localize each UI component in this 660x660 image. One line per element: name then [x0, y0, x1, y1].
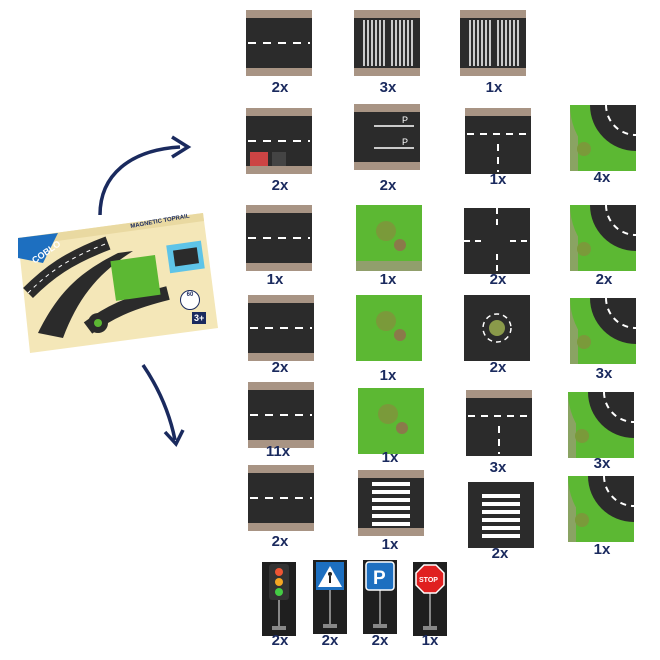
road-tile-curve-grass-2 [570, 205, 636, 271]
road-tile-straight-sign [246, 205, 312, 271]
tile-count: 2x [271, 533, 289, 550]
tile-count: 1x [485, 79, 503, 96]
tile-count: 1x [381, 536, 399, 553]
svg-text:P: P [373, 568, 386, 589]
traffic-light-sign-icon [262, 562, 296, 636]
road-tile-roundabout [464, 295, 530, 361]
road-tile-straight-arrows [248, 295, 314, 361]
road-tile-t-junction [465, 108, 531, 174]
arrow-down-icon [141, 364, 185, 448]
tile-count: 2x [271, 79, 289, 96]
sign-count: 2x [271, 632, 289, 649]
tile-count: 2x [271, 177, 289, 194]
tile-count: 1x [381, 449, 399, 466]
road-tile-curve-grass-3 [570, 298, 636, 364]
road-tile-parking-lines [354, 10, 420, 76]
road-tile-straight-h [246, 10, 312, 76]
tile-count: 2x [489, 359, 507, 376]
svg-text:STOP: STOP [419, 577, 438, 584]
tile-count: 2x [379, 177, 397, 194]
parking-sign-icon: P [363, 560, 397, 634]
road-tile-straight [248, 382, 314, 448]
road-tile-t-junction-2 [466, 390, 532, 456]
product-box [18, 213, 218, 353]
piece-count-badge: 60 [180, 290, 200, 310]
road-tile-straight-shops [246, 108, 312, 174]
tile-count: 3x [593, 455, 611, 472]
road-tile-grass [356, 295, 422, 361]
tile-count: 1x [379, 271, 397, 288]
road-tile-curve-grass-5 [568, 476, 634, 542]
road-tile-grass-park [356, 205, 422, 271]
road-tile-zebra [358, 470, 424, 536]
road-tile-zebra-2 [468, 482, 534, 548]
tile-count: 3x [379, 79, 397, 96]
road-tile-straight-2 [248, 465, 314, 531]
svg-text:P: P [402, 137, 408, 147]
tile-count: 1x [379, 367, 397, 384]
svg-text:P: P [402, 115, 408, 125]
tile-count: 11x [265, 443, 291, 460]
road-tile-crossroad [464, 208, 530, 274]
road-tile-parking-lines-2 [460, 10, 526, 76]
road-tile-curve-grass [570, 105, 636, 171]
tile-count: 2x [491, 545, 509, 562]
product-box-art [18, 213, 218, 353]
stop-sign-icon: STOP [413, 562, 447, 636]
sign-count: 2x [371, 632, 389, 649]
tile-count: 1x [489, 171, 507, 188]
tile-count: 2x [271, 359, 289, 376]
road-tile-curve-grass-4 [568, 392, 634, 458]
sign-count: 1x [421, 632, 439, 649]
tile-count: 3x [489, 459, 507, 476]
sign-count: 2x [321, 632, 339, 649]
road-tile-grass-2 [358, 388, 424, 454]
tile-count: 1x [593, 541, 611, 558]
tile-count: 2x [489, 271, 507, 288]
arrow-up-icon [98, 135, 192, 216]
tile-count: 3x [595, 365, 613, 382]
tile-count: 1x [266, 271, 284, 288]
pedestrian-crossing-sign-icon [313, 560, 347, 634]
tile-count: 2x [595, 271, 613, 288]
age-badge: 3+ [192, 312, 207, 324]
tile-count: 4x [593, 169, 611, 186]
